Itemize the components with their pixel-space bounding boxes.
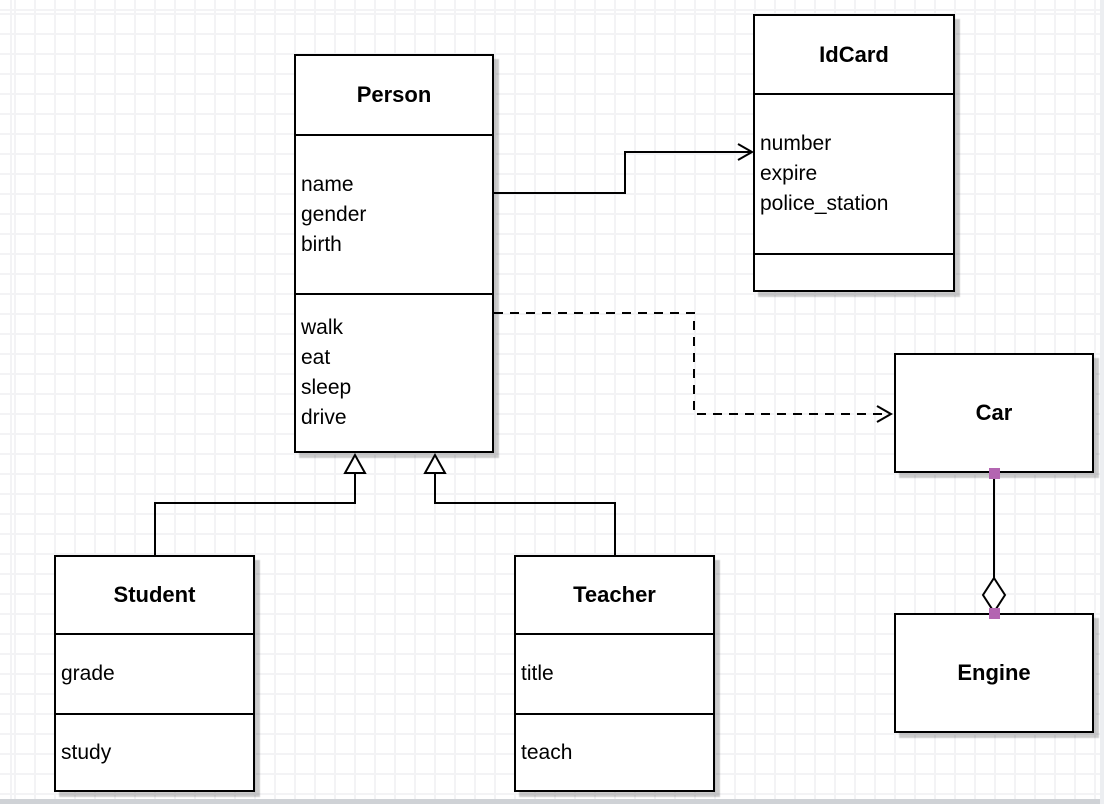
class-student-attributes: grade [56, 635, 253, 715]
class-teacher[interactable]: Teacher title teach [514, 555, 715, 792]
class-teacher-attributes: title [516, 635, 713, 715]
hollow-triangle-icon [423, 452, 447, 474]
endpoint-handle[interactable] [989, 608, 1000, 619]
class-engine-title: Engine [957, 660, 1031, 685]
attribute: police_station [760, 192, 889, 215]
attribute: expire [760, 162, 818, 185]
class-car-title: Car [975, 400, 1013, 425]
method: teach [521, 740, 573, 764]
class-person-title: Person [296, 56, 492, 136]
edge-generalization-teacher-person[interactable] [423, 452, 616, 555]
endpoint-handle[interactable] [989, 468, 1000, 479]
class-student-methods: study [56, 715, 253, 790]
class-person-methods: walk eat sleep drive [296, 295, 492, 451]
method: study [61, 740, 112, 764]
canvas-bottom-edge [0, 799, 1104, 804]
class-person-attributes: name gender birth [296, 136, 492, 295]
attribute: birth [301, 232, 342, 256]
class-car[interactable]: Car [894, 353, 1094, 473]
method: walk [301, 316, 344, 339]
class-student[interactable]: Student grade study [54, 555, 255, 792]
class-idcard-title: IdCard [755, 16, 953, 95]
edge-aggregation-car-engine[interactable] [981, 468, 1007, 619]
method: sleep [301, 376, 352, 399]
class-teacher-methods: teach [516, 715, 713, 790]
attribute: grade [61, 662, 115, 685]
class-person[interactable]: Person name gender birth walk eat sleep … [294, 54, 494, 453]
open-arrow-icon [876, 405, 894, 423]
method: eat [301, 346, 331, 369]
attribute: number [760, 132, 832, 155]
class-idcard[interactable]: IdCard number expire police_station [753, 14, 955, 292]
open-arrow-icon [737, 143, 755, 161]
attribute: gender [301, 202, 367, 226]
attribute: title [521, 662, 554, 685]
method: drive [301, 406, 347, 429]
class-idcard-attributes: number expire police_station [755, 95, 953, 255]
class-teacher-title: Teacher [516, 557, 713, 635]
class-student-title: Student [56, 557, 253, 635]
class-idcard-methods-empty [755, 255, 953, 290]
hollow-diamond-icon [981, 576, 1007, 614]
edge-dependency-person-car[interactable] [494, 312, 894, 423]
canvas-right-edge [1100, 0, 1104, 804]
edge-association-person-idcard[interactable] [494, 143, 755, 194]
attribute: name [301, 172, 354, 196]
edge-generalization-student-person[interactable] [154, 452, 367, 555]
class-engine[interactable]: Engine [894, 613, 1094, 733]
hollow-triangle-icon [343, 452, 367, 474]
